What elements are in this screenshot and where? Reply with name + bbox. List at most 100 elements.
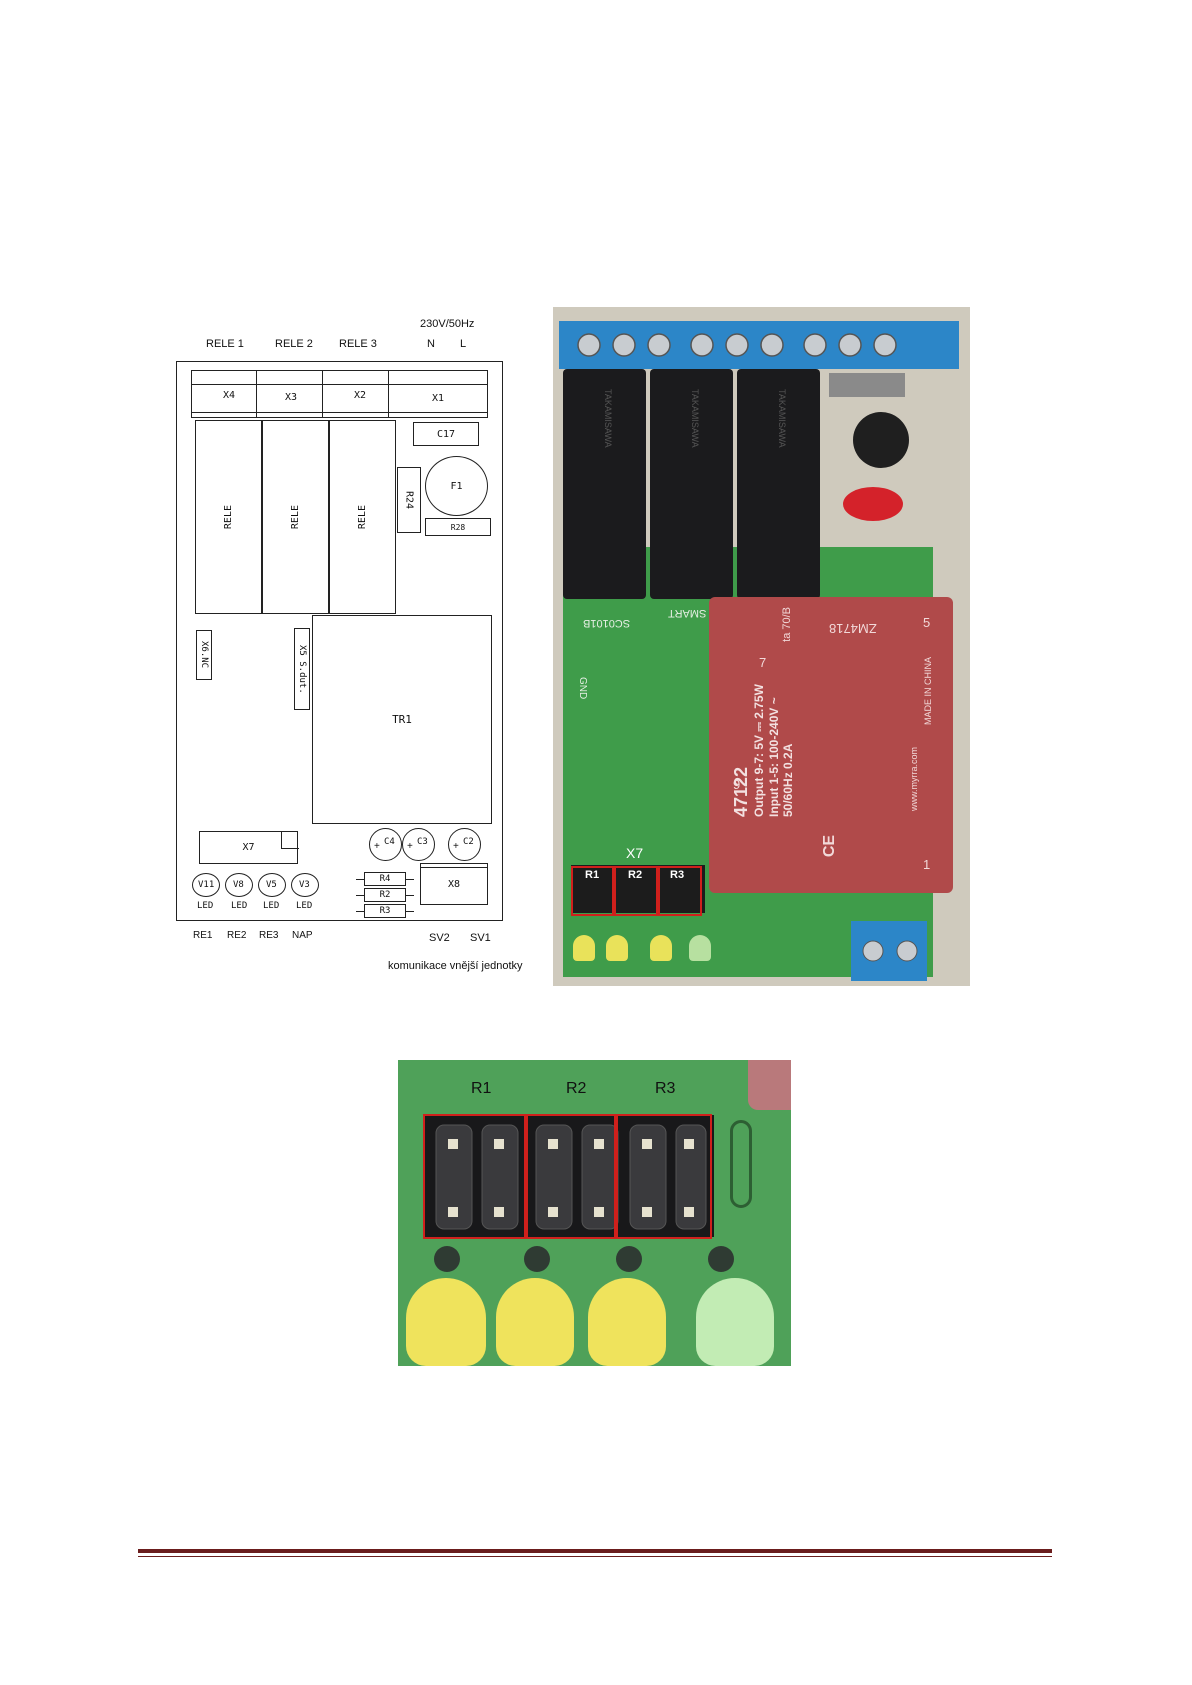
varistor-photo [843,487,903,521]
capacitor-c3: C3 + [402,828,435,861]
zoom-trace [730,1120,752,1208]
jumper-highlight-r1 [571,866,614,916]
relay-3-label: RELE [357,504,368,530]
x8-label: X8 [447,878,461,890]
jumper-highlight-r3 [658,866,702,916]
terminal-block [559,321,959,369]
jumper-label-r3: R3 [670,869,685,881]
terminal-strip-line [191,384,488,385]
zoom-led-leg [616,1246,642,1272]
board-photo: TAKAMISAWA TAKAMISAWA TAKAMISAWA SMART S… [553,307,970,986]
zoom-jumper-pins [435,1124,707,1230]
jumper-highlight-r2 [614,866,658,916]
resistor-r28: R28 [425,518,491,536]
zoom-led-leg [434,1246,460,1272]
zoom-highlight-r1 [423,1114,526,1239]
terminal-divider [388,370,389,418]
c17-label: C17 [436,428,456,440]
label-sv1: SV1 [470,932,491,944]
relay-2-label: RELE [290,504,301,530]
led-v11: V11 [192,873,220,897]
psu-pin1: 1 [923,857,931,872]
label-n: N [427,338,435,350]
zoom-led-yellow [406,1278,486,1366]
zoom-label-r2: R2 [566,1080,587,1097]
label-re3: RE3 [259,930,279,941]
jumper-label-r1: R1 [585,869,600,881]
psu-pin5: 5 [923,615,931,630]
relay-2: RELE [262,420,329,614]
r24-label: R24 [403,490,415,510]
psu-model: 47122 [731,766,751,817]
connector-x6: X6.NC [196,630,212,680]
zoom-led-yellow [588,1278,666,1366]
psu-ce: CE [821,834,839,858]
lead [406,911,414,912]
x7-photo-label: X7 [626,845,644,861]
resistor-r4: R4 [364,872,406,886]
zoom-label-r3: R3 [655,1080,676,1097]
led-type: LED [296,901,313,911]
r28-label: R28 [450,522,466,532]
label-rele2: RELE 2 [275,338,313,350]
terminal-x2: X2 [354,390,367,401]
gnd-label: GND [577,677,588,700]
r3-label: R3 [379,906,391,916]
zoom-jumper-header [424,1115,714,1237]
relay-photo-3: TAKAMISAWA [737,369,820,599]
footer-rule-thick [138,1549,1052,1553]
lead [356,895,364,896]
relay-3: RELE [329,420,396,614]
f1-label: F1 [450,480,463,492]
led-yellow [606,935,628,961]
relay-photo-2: TAKAMISAWA [650,369,733,599]
bottom-screws [862,940,918,962]
led-v11-ref: V11 [198,880,215,890]
led-type: LED [197,901,214,911]
zoom-highlight-r3 [616,1114,712,1239]
led-green [689,935,711,961]
transformer-tr1: TR1 [312,615,492,824]
label-re1: RE1 [193,930,213,941]
capacitor-c4: C4 + [369,828,402,861]
x7-label: X7 [242,842,255,853]
led-v5-ref: V5 [266,880,277,890]
plus-sign: + [453,841,459,852]
lead [406,879,414,880]
resistor-r24: R24 [397,467,421,533]
board-code: SC0101B [583,617,631,629]
label-l: L [460,338,467,350]
led-v3: V3 [291,873,319,897]
terminal-x3: X3 [285,392,298,403]
psu-corner [748,1060,791,1110]
caption-external-unit: komunikace vnější jednotky [388,960,523,972]
capacitor-c2: C2 + [448,828,481,861]
r4-label: R4 [379,874,391,884]
terminal-strip-line [191,412,488,413]
psu-output: Output 9-7: 5V ⎓ 2.75W [752,684,766,817]
fuse-photo [853,412,909,468]
psu-code: ZM4718 [829,621,877,636]
screw-terminals [577,333,897,357]
r2-label: R2 [379,890,391,900]
led-yellow [650,935,672,961]
c4-label: C4 [384,837,395,847]
fuse-f1: F1 [425,456,488,516]
zoom-led-leg [708,1246,734,1272]
zoom-led-green [696,1278,774,1366]
psu-pin9: 9 [733,777,741,792]
led-type: LED [263,901,280,911]
label-nap: NAP [292,930,313,941]
led-v3-ref: V3 [299,880,310,890]
zoom-led-yellow [496,1278,574,1366]
x5-label: X5 S.dut. [297,644,307,694]
psu-module: ZM4718 5 9 7 1 47122 Output 9-7: 5V ⎓ 2.… [709,597,953,893]
label-sv2: SV2 [429,932,450,944]
c3-label: C3 [417,837,428,847]
led-v8-ref: V8 [233,880,244,890]
footer-rule-thin [138,1556,1052,1557]
x8-line [420,867,488,868]
zoom-label-r1: R1 [471,1080,492,1097]
led-v5: V5 [258,873,286,897]
relay-marking: TAKAMISAWA [777,389,787,448]
